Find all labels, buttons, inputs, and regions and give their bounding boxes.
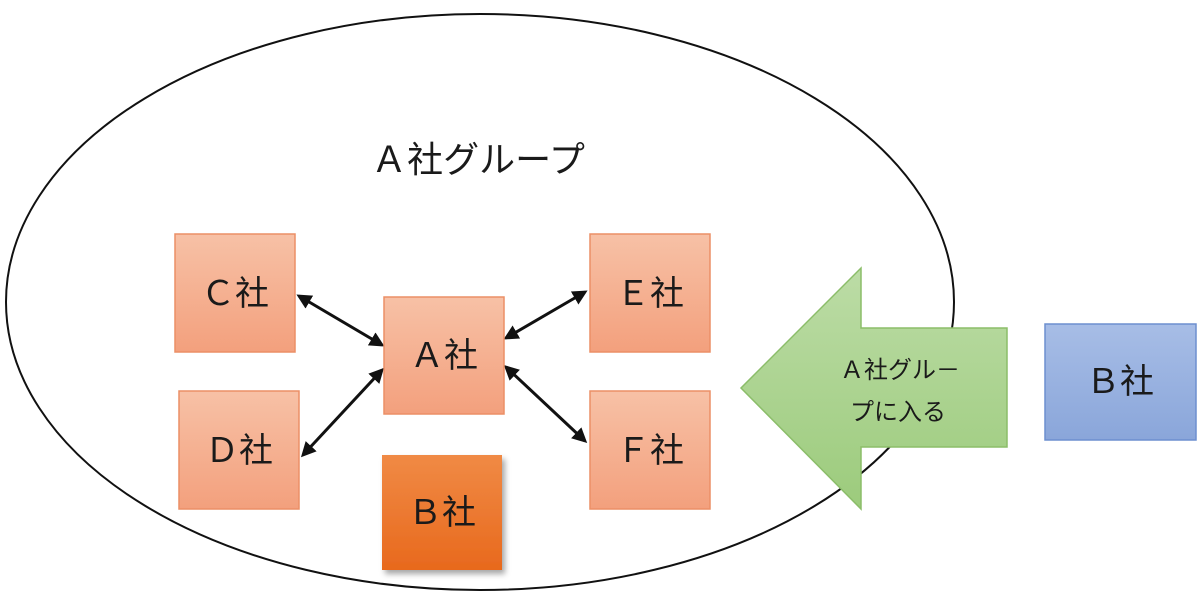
company-box-a: Ａ社: [383, 296, 505, 415]
company-label-f: Ｆ社: [616, 431, 684, 471]
group-title: Ａ社グループ: [371, 140, 585, 181]
join-arrow: Ａ社グル－ プに入る: [739, 266, 1008, 511]
group-ellipse: [5, 13, 955, 591]
connector-a-c: [296, 294, 385, 347]
company-label-d: Ｄ社: [205, 431, 273, 471]
company-label-b-inside: Ｂ社: [408, 493, 476, 533]
company-label-c: Ｃ社: [201, 274, 269, 314]
company-box-f: Ｆ社: [589, 390, 711, 510]
company-label-e: Ｅ社: [616, 274, 684, 314]
connector-a-f: [503, 364, 588, 444]
company-box-c: Ｃ社: [174, 233, 296, 353]
company-box-b-inside: Ｂ社: [382, 455, 502, 570]
join-arrow-label-line2: プに入る: [850, 398, 946, 426]
company-box-e: Ｅ社: [589, 233, 711, 353]
connector-a-e: [503, 290, 588, 340]
connector-a-d: [300, 367, 385, 458]
company-box-b-outside: Ｂ社: [1044, 323, 1197, 441]
company-label-b-outside: Ｂ社: [1086, 362, 1154, 402]
company-box-d: Ｄ社: [178, 390, 300, 510]
join-arrow-label-line1: Ａ社グル－: [840, 356, 960, 384]
company-label-a: Ａ社: [410, 336, 478, 376]
